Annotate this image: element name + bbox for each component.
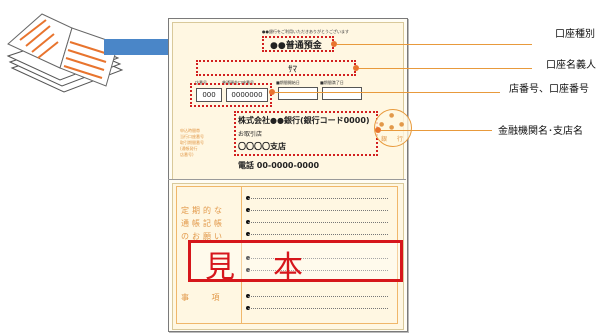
side-notes: 申込時間帯 当行口座番号 取引期間番号 (通帳発行 店番号) [180, 128, 204, 157]
dotted-row [248, 308, 388, 309]
label-bank-branch-name: 金融機関名･支店名 [498, 126, 583, 137]
sample-stamp-box [188, 240, 403, 282]
callout-line-bank-branch [381, 130, 492, 131]
dotted-row [248, 296, 388, 297]
label-account-holder: 口座名義人 [546, 60, 596, 71]
dotted-row [248, 234, 388, 235]
callout-line-holder [359, 68, 532, 69]
fold-line [168, 179, 406, 180]
field-label-account: 普通預金口座番号 [222, 80, 254, 85]
company-name: 株式会社●●銀行(銀行コード0000) [238, 116, 370, 125]
passbook-bottom-half [172, 183, 404, 330]
sample-stamp-text: 見本 [205, 250, 341, 285]
header-note: ●●銀行をご利用いただきありがとうございます [262, 29, 349, 34]
callout-dot [375, 127, 381, 133]
dotted-row [248, 258, 388, 259]
notes-text: 定期的な通帳記帳のお願い [181, 206, 225, 241]
dotted-row [248, 222, 388, 223]
date-box-2 [322, 87, 362, 100]
callout-dot [331, 41, 337, 47]
callout-line-branch-account [275, 92, 500, 93]
account-holder-box [196, 60, 356, 76]
dotted-row [248, 210, 388, 211]
dotted-row [248, 198, 388, 199]
dotted-row [248, 270, 388, 271]
field-label-date1: ■期間開始日 [276, 80, 300, 85]
branch-no: 000 [196, 88, 222, 102]
field-label-branch: 店番号 [195, 80, 207, 85]
phone: 電話 00-0000-0000 [238, 161, 320, 170]
transactions-label: お取引店 [238, 131, 263, 138]
label-account-type: 口座種別 [555, 29, 595, 40]
date-box-1 [278, 87, 318, 100]
stacked-passbook-icon [6, 13, 124, 93]
account-type-value: ●●普通預金 [270, 41, 322, 51]
callout-dot [269, 89, 275, 95]
branch-account-box [190, 83, 272, 107]
notes-column [176, 186, 242, 324]
branch-name: 〇〇〇〇支店 [238, 142, 286, 151]
holder-kana: ｻﾏ [288, 65, 298, 75]
field-label-date2: ■期間満了日 [320, 80, 344, 85]
callout-dot [353, 65, 359, 71]
label-branch-account-no: 店番号、口座番号 [509, 84, 589, 95]
notes-bottom-text: 事 項 [181, 293, 230, 302]
notes-area [176, 186, 398, 324]
callout-line-account-type [337, 44, 532, 45]
account-no: 0000000 [226, 88, 268, 102]
